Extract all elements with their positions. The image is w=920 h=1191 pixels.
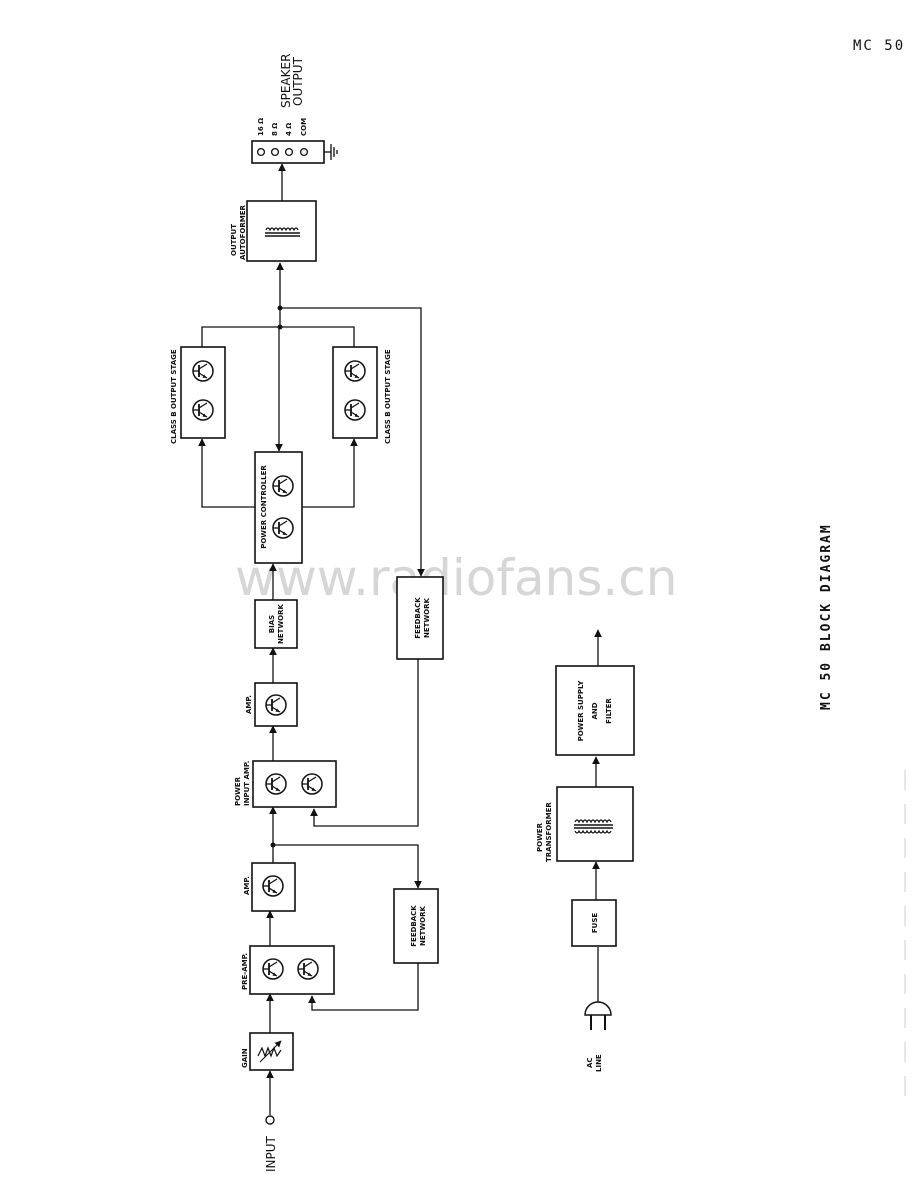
feedback-network-lower: FEEDBACK NETWORK (393, 888, 439, 964)
transistor-icon (272, 475, 294, 497)
svg-text:NETWORK: NETWORK (419, 905, 427, 945)
svg-text:POWER CONTROLLER: POWER CONTROLLER (260, 465, 268, 549)
input-terminal (265, 1115, 275, 1125)
autoformer-label-1: OUTPUT (230, 224, 238, 256)
power-transformer-label-1: POWER (536, 822, 544, 852)
svg-text:FEEDBACK: FEEDBACK (410, 905, 418, 947)
tap-16-label: 16 Ω (257, 118, 265, 136)
ac-line-label-1: AC (586, 1057, 594, 1068)
amp1-label: AMP. (243, 876, 251, 895)
page-number: MC 50 (853, 38, 905, 54)
wire-controller-classb-left (198, 438, 255, 508)
svg-text:POWER SUPPLY: POWER SUPPLY (577, 680, 585, 742)
amp1-block (251, 862, 296, 912)
wire-feedback-upper-out (310, 659, 419, 827)
wire-classb-bus (201, 326, 355, 347)
transistor-icon (192, 360, 214, 382)
svg-text:BIAS: BIAS (268, 615, 276, 633)
autoformer-label-2: AUTOFORMER (239, 205, 247, 260)
power-transformer-label-2: TRANSFORMER (545, 802, 553, 862)
power-transformer-block (556, 786, 634, 862)
amp2-block (254, 682, 298, 727)
svg-text:FUSE: FUSE (591, 913, 599, 934)
input-label: INPUT (264, 1135, 278, 1172)
transistor-icon (262, 875, 284, 897)
power-input-amp-label-1: POWER (234, 776, 242, 806)
watermark: www.radiofans.cn (235, 549, 677, 607)
tap-8-label: 8 Ω (271, 123, 279, 136)
transistor-icon (344, 360, 366, 382)
transistor-icon (265, 694, 287, 716)
coil-icon (574, 819, 612, 824)
coil-icon (265, 227, 299, 232)
ac-line-label-2: LINE (595, 1054, 603, 1072)
class-b-right-label: CLASS B OUTPUT STAGE (384, 349, 392, 444)
transistor-icon (301, 773, 323, 795)
svg-text:FEEDBACK: FEEDBACK (414, 597, 422, 639)
ac-plug-icon (584, 1001, 612, 1030)
speaker-terminal-strip (251, 140, 325, 164)
speaker-label-2: OUTPUT (291, 56, 305, 106)
fuse-block: FUSE (571, 899, 617, 947)
wire-feedback-lower-in (273, 844, 422, 889)
output-autoformer-block (246, 200, 317, 262)
svg-text:NETWORK: NETWORK (423, 597, 431, 637)
svg-text:AND: AND (591, 702, 599, 719)
feedback-network-upper: FEEDBACK NETWORK (396, 576, 444, 660)
diagram-title: MC 50 BLOCK DIAGRAM (819, 523, 834, 710)
transistor-icon (272, 517, 294, 539)
class-b-left-label: CLASS B OUTPUT STAGE (170, 349, 178, 444)
transistor-icon (297, 958, 319, 980)
speaker-label-1: SPEAKER (279, 54, 293, 108)
bias-network-block: BIAS NETWORK (254, 599, 298, 649)
power-input-amp-block (252, 760, 337, 808)
gain-label: GAIN (241, 1048, 249, 1068)
tap-com-label: COM (300, 118, 308, 136)
wire-controller-classb-right (302, 438, 358, 508)
class-b-output-stage-right (332, 346, 378, 439)
transistor-icon (262, 958, 284, 980)
svg-text:FILTER: FILTER (605, 698, 613, 724)
transistor-icon (192, 399, 214, 421)
gain-block (249, 1032, 294, 1071)
ground-icon (324, 144, 338, 160)
transistor-icon (344, 399, 366, 421)
wire-feedback-lower-out (308, 963, 419, 1011)
power-controller-block: POWER CONTROLLER (254, 451, 303, 564)
class-b-output-stage-left (180, 346, 226, 439)
pre-amp-block (249, 945, 335, 995)
power-input-amp-label-2: INPUT AMP. (243, 761, 251, 806)
svg-text:NETWORK: NETWORK (277, 603, 285, 643)
wire-feedback-upper-in (280, 307, 425, 577)
tap-4-label: 4 Ω (285, 123, 293, 136)
transistor-icon (265, 773, 287, 795)
amp2-label: AMP. (245, 695, 253, 714)
power-supply-filter-block: POWER SUPPLY AND FILTER (555, 665, 635, 756)
pre-amp-label: PRE-AMP. (241, 953, 249, 990)
